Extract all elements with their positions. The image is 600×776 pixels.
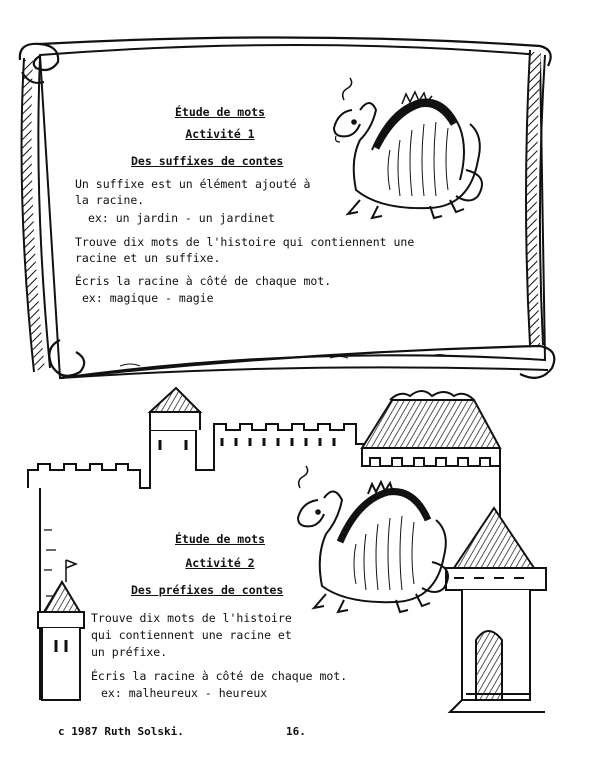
activity2-line-1: Trouve dix mots de l'histoire [91,611,292,625]
activity1-line-3: Trouve dix mots de l'histoire qui contie… [75,235,415,249]
activity1-heading: Étude de mots [174,105,265,119]
activity2-line-4: Écris la racine à côté de chaque mot. [91,669,348,683]
activity1-line-5: Écris la racine à côté de chaque mot. [75,274,332,288]
page-number: 16. [286,725,306,738]
activity2-line-2: qui contiennent une racine et [91,628,292,642]
activity1-example-1: ex: un jardin - un jardinet [88,211,275,225]
activity1-line-4: racine et un suffixe. [75,251,221,265]
dragon-icon-bottom [296,465,449,614]
activity2-title: Activité 2 [185,556,255,570]
copyright-notice: c 1987 Ruth Solski. [58,725,184,738]
activity2-subtitle: Des préfixes de contes [131,583,284,597]
activity1-example-2: ex: magique - magie [82,291,214,305]
activity2-line-3: un préfixe. [91,645,168,659]
activity1-line-1: Un suffixe est un élément ajouté à [75,177,311,191]
activity2-heading: Étude de mots [174,532,265,546]
castle-illustration [27,386,547,713]
activity1-line-2: la racine. [75,193,145,207]
activity1-subtitle: Des suffixes de contes [131,154,284,168]
dragon-icon-top [332,77,483,220]
activity2-example: ex: malheureux - heureux [101,686,268,700]
activity1-title: Activité 1 [185,127,255,141]
